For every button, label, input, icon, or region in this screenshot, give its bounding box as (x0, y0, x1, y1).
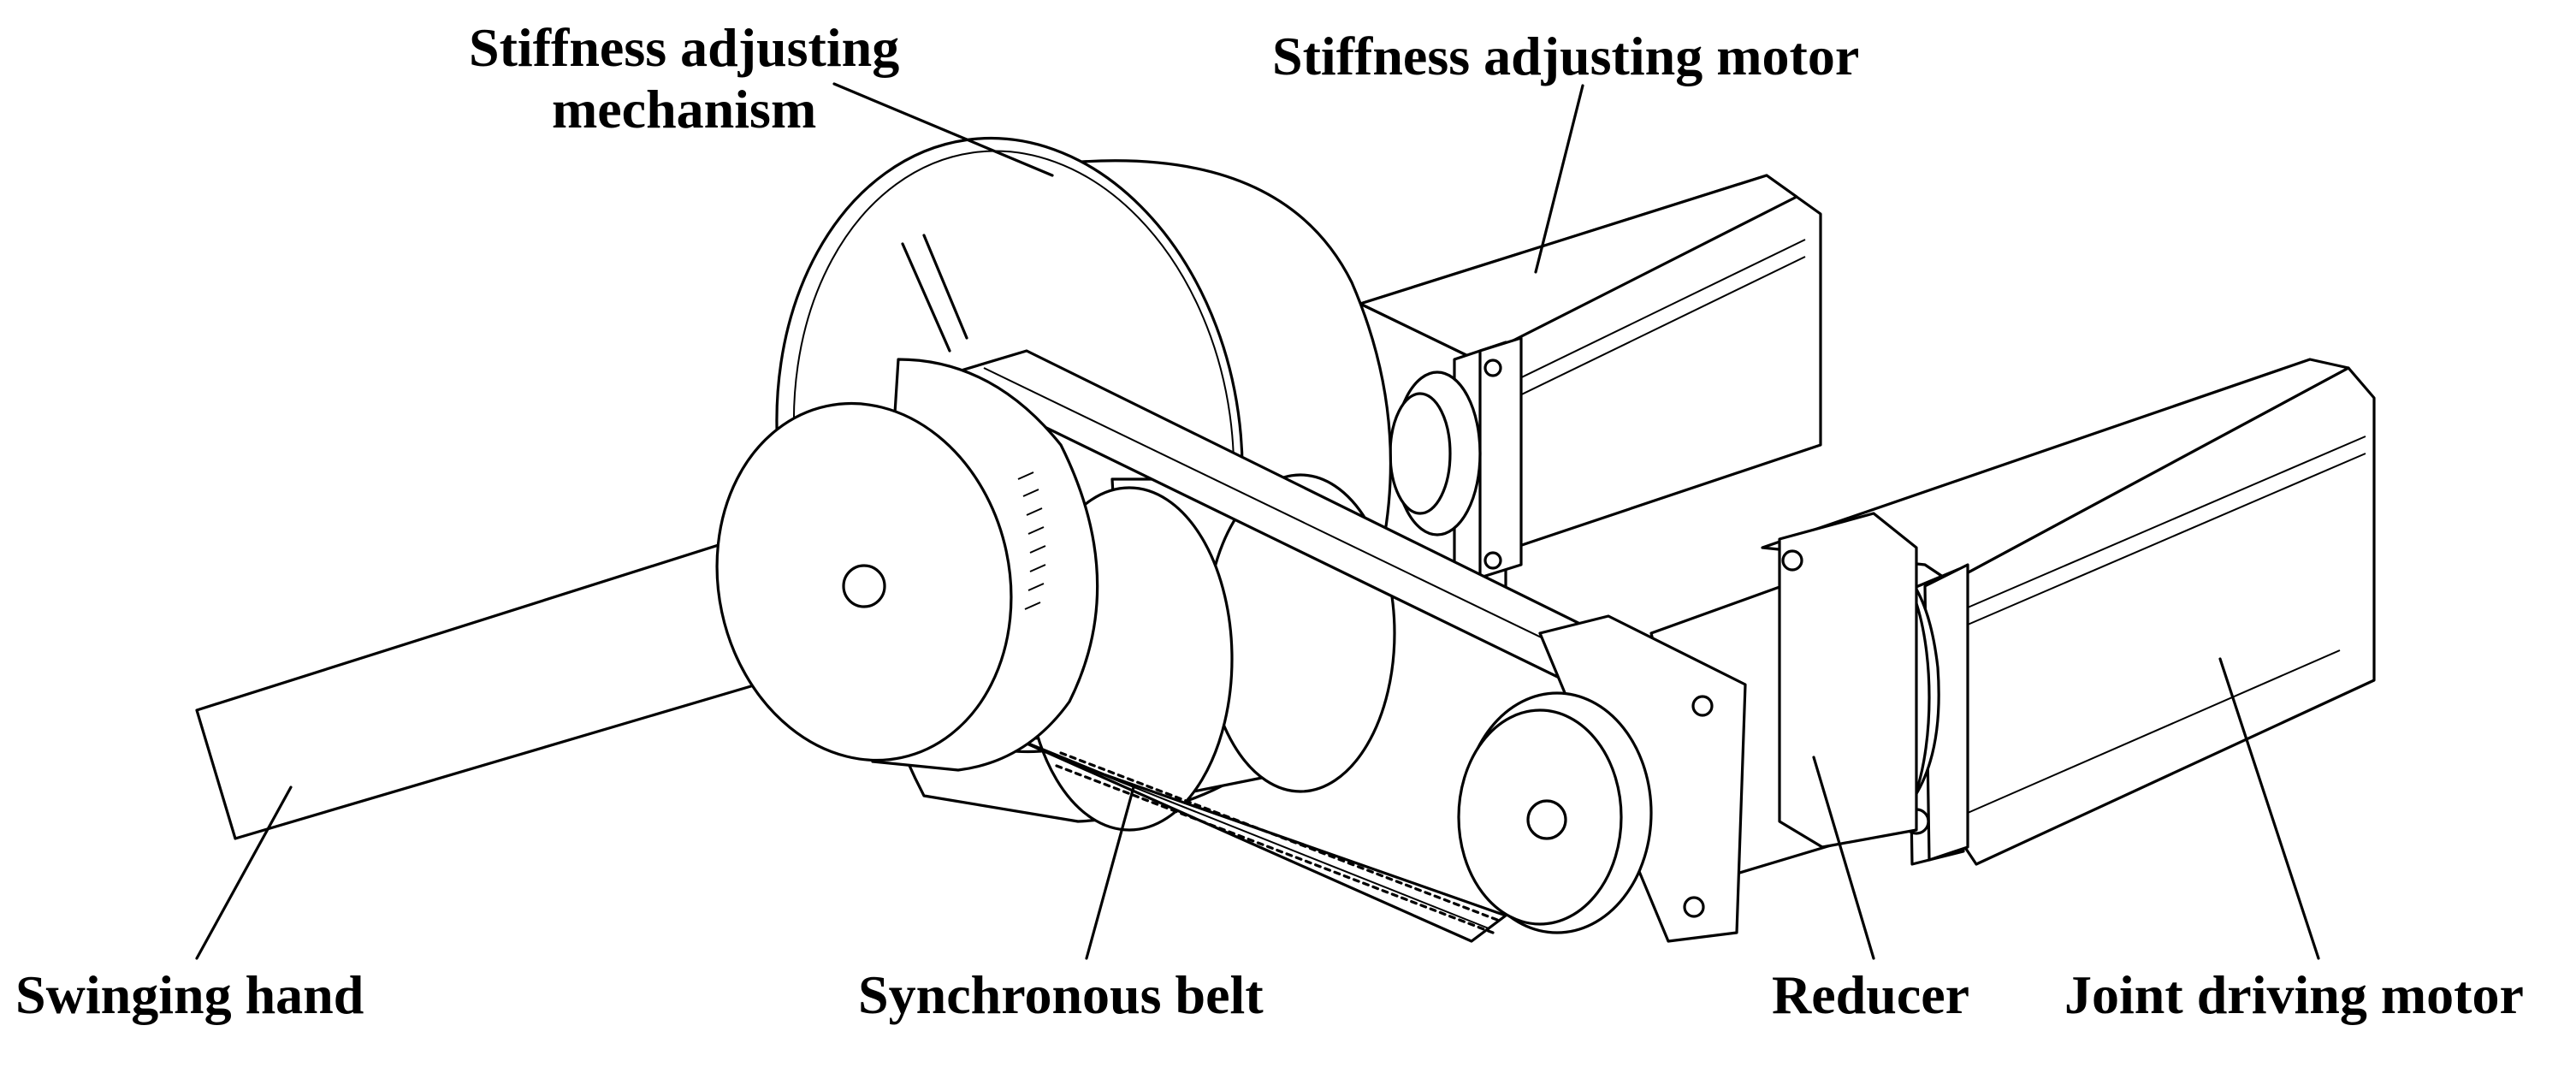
label-stiffness-mechanism-line1: Stiffness adjusting (469, 17, 900, 78)
leader-swinging-hand (195, 785, 293, 960)
label-stiffness-mechanism-line2: mechanism (551, 78, 817, 139)
leader-lines (195, 82, 2320, 960)
label-stiffness-mechanism: Stiffness adjusting mechanism (469, 17, 899, 139)
small-pulley-bracket (1457, 614, 1747, 943)
leader-synchronous-belt (1085, 785, 1135, 960)
reducer (1649, 512, 1940, 883)
middle-drum (1025, 473, 1396, 832)
label-stiffness-motor: Stiffness adjusting motor (1272, 26, 1860, 86)
leader-joint-motor (2218, 657, 2320, 960)
label-reducer: Reducer (1772, 964, 1970, 1025)
label-swinging-hand: Swinging hand (15, 964, 364, 1025)
stiffness-adjusting-motor (1359, 174, 1822, 601)
leader-stiffness-motor (1534, 84, 1584, 274)
label-synchronous-belt: Synchronous belt (858, 964, 1264, 1025)
label-joint-motor: Joint driving motor (2064, 964, 2524, 1025)
leader-reducer (1812, 756, 1875, 960)
leader-stiffness-mechanism (832, 82, 1054, 177)
large-pulley (715, 358, 1099, 772)
